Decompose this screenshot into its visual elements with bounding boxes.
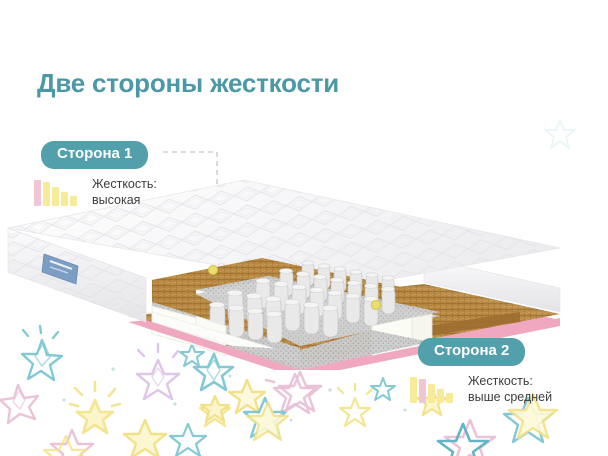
marker-dot-side2 [370, 299, 382, 311]
hardness-bar-4 [61, 192, 68, 206]
star-combo-6 [436, 418, 497, 456]
hardness-bar-5 [70, 196, 77, 206]
star-yellow-2 [198, 396, 232, 428]
star-combo-1 [122, 418, 168, 456]
inner-base-layer [204, 330, 430, 370]
marker-dot-side1 [207, 264, 219, 276]
badge-side-1[interactable]: Сторона 1 [41, 141, 149, 169]
hardness-bar-5 [446, 393, 453, 403]
star-combo-4 [242, 396, 290, 442]
hardness-value-side-2: выше средней [468, 390, 553, 404]
star-yellow-3 [336, 382, 374, 428]
star-combo-3 [227, 378, 267, 415]
hardness-block-side-2: Жесткость: выше средней [410, 371, 552, 405]
hardness-text-side-1: Жесткость: высокая [92, 176, 157, 208]
star-combo-2 [42, 428, 95, 456]
hardness-bars-icon-side-2 [410, 375, 458, 403]
hardness-bars-icon-side-1 [34, 178, 82, 206]
star-yellow-4 [199, 394, 231, 423]
hardness-label-side-2: Жесткость: [468, 374, 533, 388]
star-pink-1 [0, 383, 40, 425]
hardness-bar-2 [419, 379, 426, 403]
sparkle-dots [62, 367, 407, 422]
hardness-bar-1 [34, 180, 41, 206]
hardness-block-side-1: Жесткость: высокая [34, 174, 157, 208]
hardness-bar-4 [437, 389, 444, 403]
hardness-label-side-1: Жесткость: [92, 177, 157, 191]
badge-side-2[interactable]: Сторона 2 [418, 338, 526, 366]
hardness-bar-1 [410, 377, 417, 403]
star-teal-2 [168, 422, 208, 456]
hardness-value-side-1: высокая [92, 193, 141, 207]
independent-spring-block [209, 260, 396, 344]
star-faint-top [544, 119, 576, 149]
star-teal-5 [370, 377, 396, 401]
page-title: Две стороны жесткости [37, 68, 340, 98]
mattress-cutaway-illustration [7, 179, 561, 370]
star-yellow-1 [68, 380, 122, 435]
hardness-bar-3 [52, 187, 59, 206]
hardness-text-side-2: Жесткость: выше средней [468, 373, 552, 405]
star-combo-5 [277, 370, 323, 413]
hardness-bar-3 [428, 384, 435, 403]
hardness-bar-2 [43, 182, 50, 206]
brand-tag [41, 253, 79, 285]
